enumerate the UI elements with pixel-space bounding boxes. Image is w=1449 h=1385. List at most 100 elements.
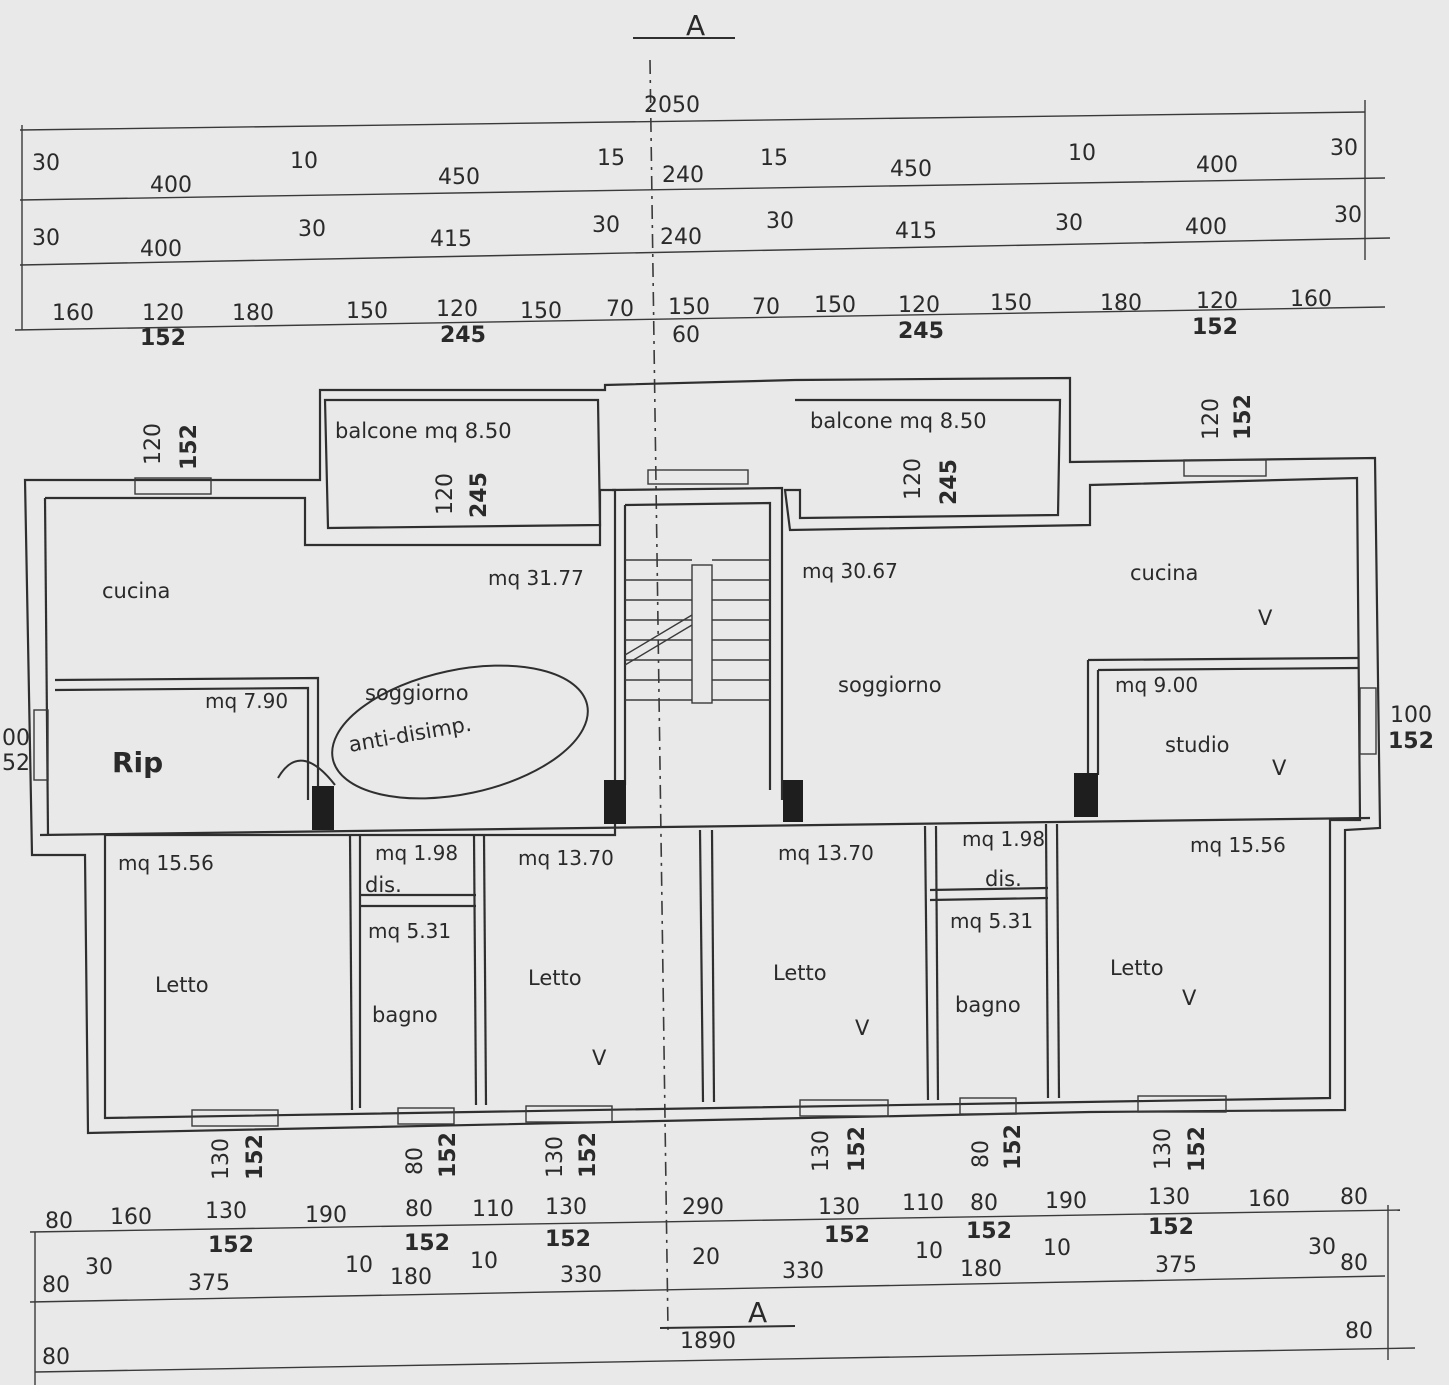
dim-b1-15: 152: [966, 1219, 1012, 1244]
area-bagno-left: mq 5.31: [368, 919, 451, 943]
label-letto-1: Letto: [155, 973, 209, 997]
dim-r1-2: 10: [290, 149, 318, 174]
dim-r3-3: 180: [232, 301, 274, 326]
label-cucina-left: cucina: [102, 579, 170, 603]
dim-r3-9: 150: [668, 295, 710, 320]
stair-steps: [624, 559, 770, 701]
win-bottom-5-height: 152: [1001, 1124, 1026, 1170]
dim-r2-8: 30: [1055, 211, 1083, 236]
building-walls: [23, 376, 1382, 1135]
dim-overall-top: 2050: [644, 93, 700, 118]
dim-r1-4: 15: [597, 146, 625, 171]
dim-r3-2: 152: [140, 326, 186, 351]
dim-b1-20: 80: [1340, 1185, 1368, 1210]
top-dimensions: 2050 30 400 10 450 15 240 15 450 10 400 …: [14, 93, 1391, 351]
dim-r2-9: 400: [1185, 215, 1227, 240]
dim-b2-12: 375: [1155, 1253, 1197, 1278]
dim-r3-19: 160: [1290, 287, 1332, 312]
dim-b2-5: 10: [470, 1249, 498, 1274]
dim-b3-1: 80: [1345, 1319, 1373, 1344]
win-left-side-height: 52: [2, 751, 30, 776]
section-label-top: A: [686, 9, 705, 42]
dim-b1-18: 152: [1148, 1215, 1194, 1240]
dim-r2-10: 30: [1334, 203, 1362, 228]
label-rip: Rip: [112, 746, 163, 779]
bottom-dimensions: 80 160 130 152 190 80 152 110 130 152 29…: [29, 1185, 1416, 1385]
label-balcone-right: balcone mq 8.50: [810, 409, 987, 433]
dim-r1-7: 450: [890, 157, 932, 182]
win-right-side-width: 100: [1390, 703, 1432, 728]
check-mark-letto-4: V: [1182, 986, 1197, 1010]
dim-b1-14: 80: [970, 1191, 998, 1216]
dim-b2-13: 30: [1308, 1235, 1336, 1260]
dim-r3-0: 160: [52, 301, 94, 326]
dim-b2-8: 330: [782, 1259, 824, 1284]
dim-r2-6: 30: [766, 209, 794, 234]
window-labels: 120 152 120 245 120 245 120 152 00 52 10…: [2, 394, 1434, 1180]
win-bottom-6-width: 130: [1151, 1128, 1176, 1170]
win-bottom-4-height: 152: [845, 1126, 870, 1172]
win-bottom-2-height: 152: [436, 1132, 461, 1178]
dim-b2-1: 30: [85, 1255, 113, 1280]
dim-b1-7: 110: [472, 1197, 514, 1222]
label-dis-right: dis.: [985, 867, 1022, 891]
dim-r3-10: 60: [672, 323, 700, 348]
dim-b2-6: 330: [560, 1263, 602, 1288]
win-right-side-height: 152: [1388, 729, 1434, 754]
area-rip: mq 7.90: [205, 689, 288, 713]
area-dis-left: mq 1.98: [375, 841, 458, 865]
dim-r2-3: 415: [430, 227, 472, 252]
note-pointer: [277, 759, 336, 786]
dim-r2-2: 30: [298, 217, 326, 242]
area-soggiorno-right: mq 30.67: [802, 559, 898, 583]
dim-r2-5: 240: [660, 225, 702, 250]
dim-b1-0: 80: [45, 1209, 73, 1234]
dim-r1-8: 10: [1068, 141, 1096, 166]
dim-b2-14: 80: [1340, 1251, 1368, 1276]
dim-b1-16: 190: [1045, 1189, 1087, 1214]
dim-b2-9: 10: [915, 1239, 943, 1264]
dim-r1-5: 240: [662, 163, 704, 188]
dim-b1-3: 152: [208, 1233, 254, 1258]
dim-b1-6: 152: [404, 1231, 450, 1256]
dim-r1-3: 450: [438, 165, 480, 190]
dim-r3-17: 120: [1196, 289, 1238, 314]
dim-r1-1: 400: [150, 173, 192, 198]
dim-r3-5: 120: [436, 297, 478, 322]
label-balcone-left: balcone mq 8.50: [335, 419, 512, 443]
win-cucina-right-height: 152: [1231, 394, 1256, 440]
dim-r3-6: 245: [440, 323, 486, 348]
dim-r3-1: 120: [142, 301, 184, 326]
dim-r3-11: 70: [752, 295, 780, 320]
dim-b2-7: 20: [692, 1245, 720, 1270]
dim-b1-11: 130: [818, 1195, 860, 1220]
note-circle: [331, 664, 589, 800]
section-mark-bottom: A: [659, 1296, 796, 1329]
win-balcone-left-height: 245: [467, 472, 492, 518]
dim-b1-9: 152: [545, 1227, 591, 1252]
dim-b1-8: 130: [545, 1195, 587, 1220]
label-soggiorno-left: soggiorno: [365, 681, 469, 705]
check-mark-letto-2: V: [592, 1046, 607, 1070]
area-letto-2: mq 13.70: [518, 846, 614, 870]
win-bottom-6-height: 152: [1185, 1126, 1210, 1172]
label-letto-4: Letto: [1110, 956, 1164, 980]
dim-b2-4: 180: [390, 1265, 432, 1290]
area-letto-4: mq 15.56: [1190, 833, 1286, 857]
dim-r3-18: 152: [1192, 315, 1238, 340]
dim-b2-10: 180: [960, 1257, 1002, 1282]
win-bottom-2-width: 80: [403, 1147, 428, 1175]
win-bottom-1-height: 152: [243, 1134, 268, 1180]
win-cucina-right-width: 120: [1199, 398, 1224, 440]
dim-b2-0: 80: [42, 1273, 70, 1298]
section-label-bottom: A: [748, 1296, 767, 1329]
dim-b1-19: 160: [1248, 1187, 1290, 1212]
win-left-side-width: 00: [2, 726, 30, 751]
dim-b2-11: 10: [1043, 1236, 1071, 1261]
win-cucina-left-height: 152: [177, 424, 202, 470]
central-axis: [649, 59, 669, 1331]
dim-r2-1: 400: [140, 237, 182, 262]
check-mark-studio: V: [1272, 756, 1287, 780]
label-soggiorno-right: soggiorno: [838, 673, 942, 697]
dim-r3-4: 150: [346, 299, 388, 324]
